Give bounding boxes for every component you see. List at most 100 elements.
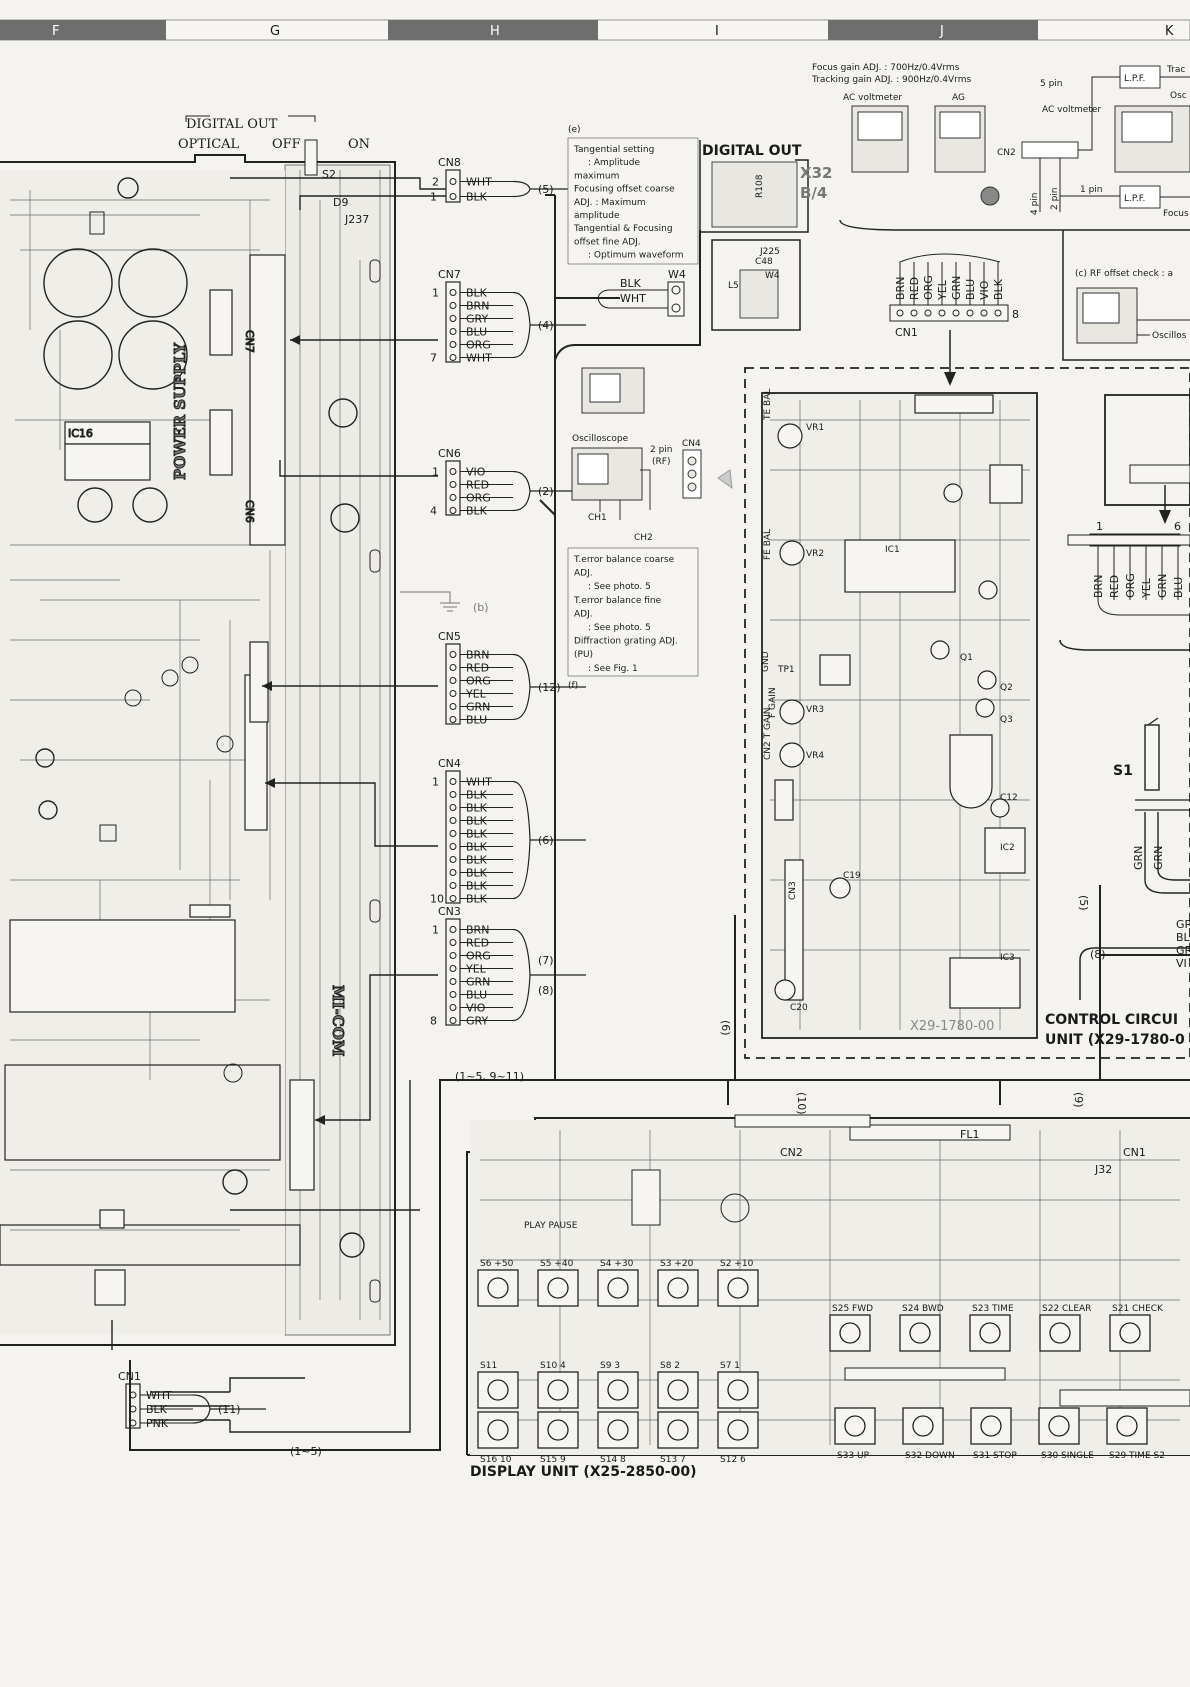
header-instruments: Focus gain ADJ. : 700Hz/0.4Vrms Tracking… xyxy=(811,63,1190,219)
ac-voltmeter-label: AC voltmeter xyxy=(843,93,902,103)
tact-switch[interactable]: S21 CHECK xyxy=(1109,1304,1164,1352)
cn5-pin-label: YEL xyxy=(465,688,487,701)
switch-button[interactable] xyxy=(667,1379,689,1401)
switch-body[interactable] xyxy=(1106,1407,1148,1445)
switch-button[interactable] xyxy=(607,1419,629,1441)
tact-switch[interactable]: S14 8 xyxy=(597,1411,639,1465)
switch-button[interactable] xyxy=(667,1419,689,1441)
switch-button[interactable] xyxy=(1116,1415,1138,1437)
tact-switch[interactable]: S24 BWD xyxy=(899,1304,944,1352)
switch-button[interactable] xyxy=(1048,1415,1070,1437)
switch-body[interactable] xyxy=(657,1371,699,1409)
tact-switch[interactable]: S30 SINGLE xyxy=(1038,1407,1094,1461)
switch-body[interactable] xyxy=(970,1407,1012,1445)
tact-switch[interactable]: S5 +40 xyxy=(537,1259,579,1307)
w4-label: W4 xyxy=(668,268,686,281)
tact-switch[interactable]: S32 DOWN xyxy=(902,1407,955,1461)
tact-switch[interactable]: S25 FWD xyxy=(829,1304,873,1352)
switch-button[interactable] xyxy=(547,1419,569,1441)
switch-body[interactable] xyxy=(537,1371,579,1409)
tact-switch[interactable]: S2 +10 xyxy=(717,1259,759,1307)
switch-button[interactable] xyxy=(487,1277,509,1299)
note-line: T.error balance fine xyxy=(573,596,662,606)
tact-switch[interactable]: S11 xyxy=(477,1361,519,1409)
tact-switch[interactable]: S4 +30 xyxy=(597,1259,639,1307)
top-cn1-pin-label: BRN xyxy=(894,277,907,300)
d9-label: D9 xyxy=(333,196,348,209)
switch-body[interactable] xyxy=(829,1314,871,1352)
switch-button[interactable] xyxy=(547,1379,569,1401)
w4-board-label: W4 xyxy=(765,271,780,281)
tact-switch[interactable]: S13 7 xyxy=(657,1411,699,1465)
switch-button[interactable] xyxy=(980,1415,1002,1437)
cn6-first-pin: 1 xyxy=(432,466,439,479)
switch-button[interactable] xyxy=(839,1322,861,1344)
tact-switch[interactable]: S15 9 xyxy=(537,1411,579,1465)
switch-button[interactable] xyxy=(1049,1322,1071,1344)
switch-body[interactable] xyxy=(902,1407,944,1445)
switch-optical-label: OPTICAL xyxy=(178,137,240,152)
tact-switch[interactable]: S29 TIME S2 xyxy=(1106,1407,1165,1461)
switch-button[interactable] xyxy=(844,1415,866,1437)
tact-switch[interactable]: S12 6 xyxy=(717,1411,759,1465)
switch-button[interactable] xyxy=(547,1277,569,1299)
switch-body[interactable] xyxy=(597,1411,639,1449)
switch-body[interactable] xyxy=(537,1411,579,1449)
tact-switch[interactable]: S6 +50 xyxy=(477,1259,519,1307)
switch-body[interactable] xyxy=(717,1269,759,1307)
switch-button[interactable] xyxy=(487,1379,509,1401)
connectors-group: CN8WHTBLK21(5)CN7BLKBRNGRYBLUORGWHT17(4)… xyxy=(111,156,1190,1433)
switch-button[interactable] xyxy=(607,1277,629,1299)
switch-body[interactable] xyxy=(477,1411,519,1449)
tact-switch[interactable]: S7 1 xyxy=(717,1361,759,1409)
digital-out-board-title: DIGITAL OUT xyxy=(702,143,802,159)
switch-body[interactable] xyxy=(477,1371,519,1409)
control-part-label: Q3 xyxy=(1000,715,1013,725)
switch-button[interactable] xyxy=(727,1379,749,1401)
switch-button[interactable] xyxy=(912,1415,934,1437)
cn8-first-pin: 2 xyxy=(432,176,439,189)
switch-button[interactable] xyxy=(979,1322,1001,1344)
note-line: Tangential setting xyxy=(573,145,654,155)
switch-body[interactable] xyxy=(477,1269,519,1307)
top-cn1-pin8: 8 xyxy=(1012,308,1019,321)
switch-button[interactable] xyxy=(667,1277,689,1299)
tact-switch[interactable]: S3 +20 xyxy=(657,1259,699,1307)
switch-body[interactable] xyxy=(717,1411,759,1449)
ground-b: (b) xyxy=(400,591,489,614)
col-g: G xyxy=(270,24,280,39)
switch-body[interactable] xyxy=(717,1371,759,1409)
switch-button[interactable] xyxy=(607,1379,629,1401)
tact-switch[interactable]: S33 UP xyxy=(834,1407,876,1461)
tact-switch[interactable]: S8 2 xyxy=(657,1361,699,1409)
switch-body[interactable] xyxy=(834,1407,876,1445)
tact-switch[interactable]: S22 CLEAR xyxy=(1039,1304,1091,1352)
switch-button[interactable] xyxy=(487,1419,509,1441)
switch-body[interactable] xyxy=(537,1269,579,1307)
ic16-label: IC16 xyxy=(68,427,93,440)
switch-body[interactable] xyxy=(969,1314,1011,1352)
mi-com-label: MI-COM xyxy=(329,985,347,1056)
tact-switch[interactable]: S23 TIME xyxy=(969,1304,1014,1352)
switch-button[interactable] xyxy=(727,1277,749,1299)
switch-body[interactable] xyxy=(1038,1407,1080,1445)
tact-switch[interactable]: S31 STOP xyxy=(970,1407,1017,1461)
l5-label: L5 xyxy=(728,281,739,291)
switch-body[interactable] xyxy=(1109,1314,1151,1352)
switch-body[interactable] xyxy=(1039,1314,1081,1352)
oscilloscopes xyxy=(571,367,733,520)
switch-body[interactable] xyxy=(597,1269,639,1307)
switch-body[interactable] xyxy=(657,1269,699,1307)
tact-switch[interactable]: S9 3 xyxy=(597,1361,639,1409)
switch-body[interactable] xyxy=(899,1314,941,1352)
switch-body[interactable] xyxy=(657,1411,699,1449)
switch-button[interactable] xyxy=(909,1322,931,1344)
switch-body[interactable] xyxy=(597,1371,639,1409)
cn4-pin xyxy=(449,817,457,824)
switch-button[interactable] xyxy=(1119,1322,1141,1344)
tact-switch[interactable]: S16 10 xyxy=(477,1411,519,1465)
switch-button[interactable] xyxy=(727,1419,749,1441)
tact-switch[interactable]: S10 4 xyxy=(537,1361,579,1409)
